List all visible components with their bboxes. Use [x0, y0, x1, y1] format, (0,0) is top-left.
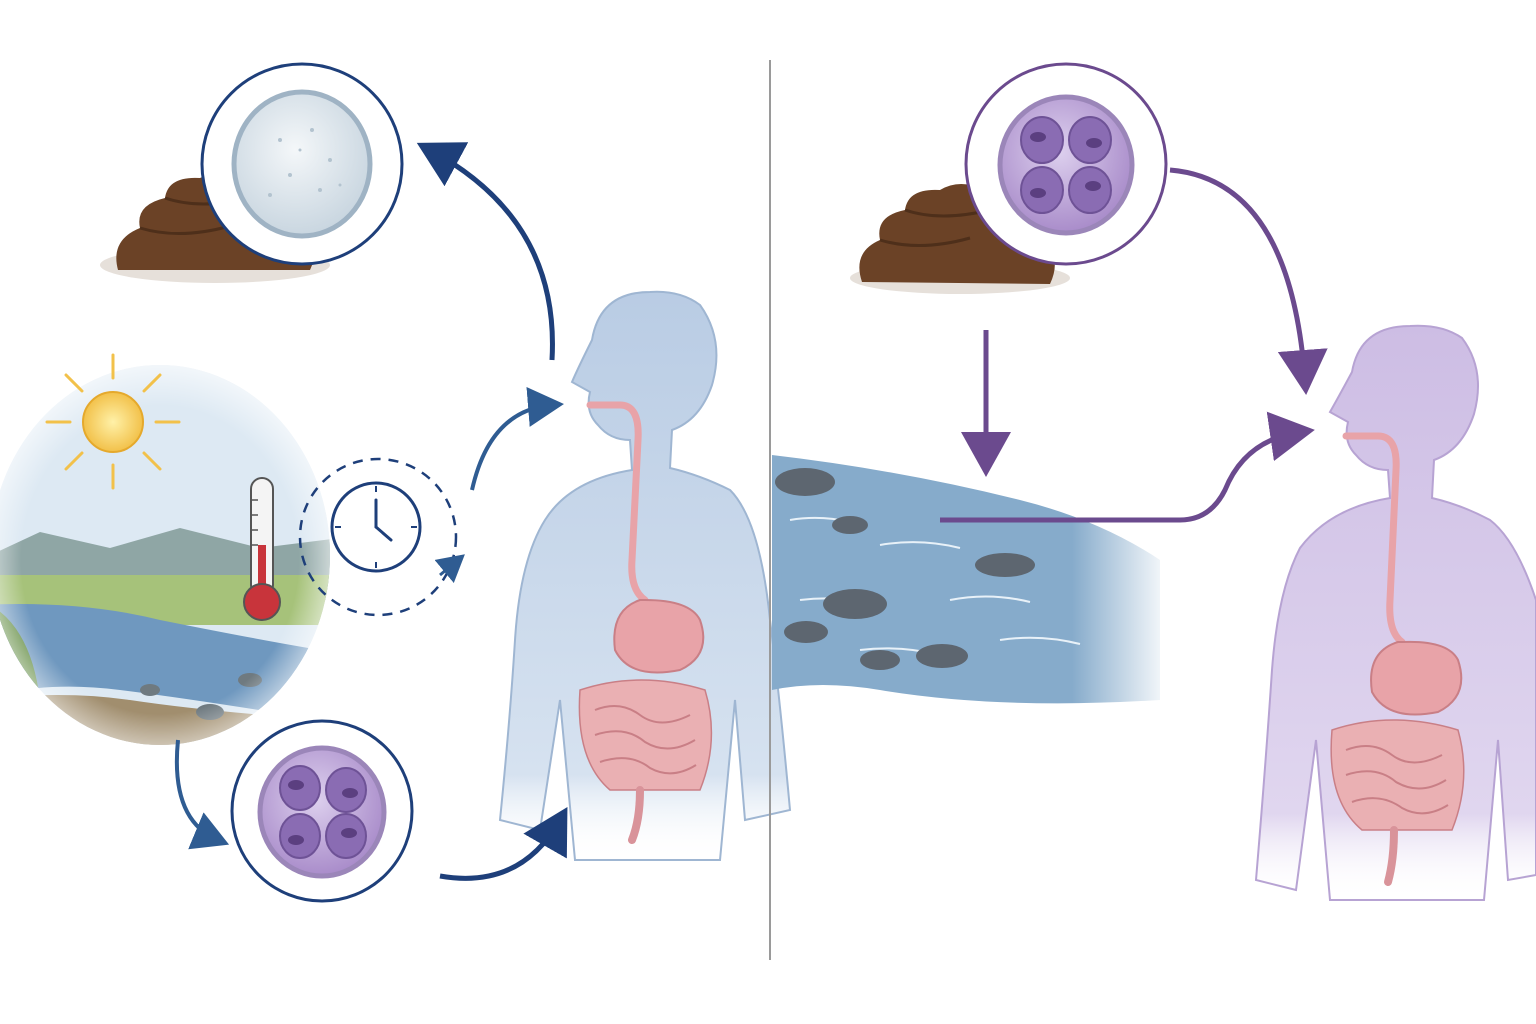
arrow-clock-dashed-exit [434, 554, 465, 584]
arrow-environment-to-sporulated [174, 739, 230, 850]
sporulated-oocyst-icon [230, 719, 414, 903]
arrow-ingestion-to-feces [416, 142, 555, 361]
thermometer-icon [243, 477, 281, 621]
sporulated-oocyst-icon [964, 62, 1168, 266]
arrow-oocyst-to-host [1169, 167, 1328, 395]
human-digestive-tract-icon [498, 290, 792, 861]
arrow-water-to-mouth [940, 411, 1315, 523]
right-panel [772, 62, 1536, 901]
arrow-clock-to-mouth [470, 387, 564, 491]
left-panel [0, 62, 792, 903]
water-icon [772, 440, 1172, 720]
clock-icon [298, 457, 458, 617]
sun-icon [45, 353, 181, 490]
arrow-sporulated-to-host [439, 806, 568, 881]
unsporulated-oocyst-icon [200, 62, 404, 266]
human-digestive-tract-icon [1254, 324, 1536, 901]
environment-landscape [0, 365, 330, 745]
